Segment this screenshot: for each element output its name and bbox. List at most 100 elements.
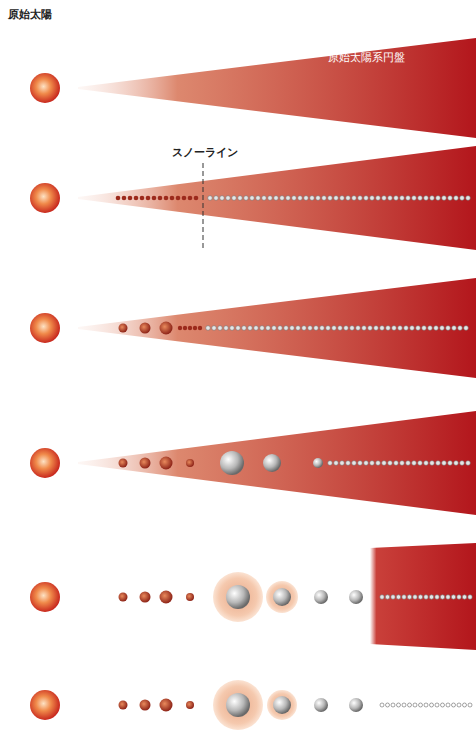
dust-grain	[244, 196, 249, 201]
dust-grain	[302, 326, 307, 331]
dust-grain	[368, 326, 373, 331]
dust-grain	[392, 326, 397, 331]
dust-grain	[463, 703, 467, 707]
dust-grain	[344, 326, 349, 331]
dust-grain	[268, 196, 273, 201]
dust-grain	[198, 326, 202, 330]
dust-grain	[183, 326, 187, 330]
dust-grain	[380, 595, 384, 599]
dust-grain	[182, 196, 187, 201]
dust-grain	[402, 703, 406, 707]
dust-grain	[230, 326, 235, 331]
dust-grain	[248, 326, 253, 331]
rocky-planet	[186, 459, 194, 467]
dust-grain	[178, 326, 182, 330]
dust-grain	[334, 461, 339, 466]
dust-grain	[391, 703, 395, 707]
snow-line	[203, 163, 204, 250]
dust-grain	[400, 461, 405, 466]
dust-grain	[256, 196, 261, 201]
ice-giant	[349, 698, 363, 712]
dust-grain	[468, 703, 472, 707]
dust-grain	[164, 196, 169, 201]
dust-grain	[158, 196, 163, 201]
dust-grain	[278, 326, 283, 331]
dust-grain	[457, 703, 461, 707]
dust-grain	[140, 196, 145, 201]
dust-grain	[254, 326, 259, 331]
dust-grain	[328, 461, 333, 466]
dust-grain	[402, 595, 406, 599]
dust-grain	[460, 196, 465, 201]
gas-giant-core	[226, 585, 250, 609]
dust-grain	[464, 326, 469, 331]
dust-grain	[448, 196, 453, 201]
dust-grain	[208, 196, 213, 201]
rocky-planet	[160, 699, 173, 712]
dust-grain	[380, 326, 385, 331]
dust-grain	[242, 326, 247, 331]
dust-grain	[322, 196, 327, 201]
protoplanetary-disk	[78, 411, 476, 515]
dust-grain	[412, 196, 417, 201]
rocky-planet	[119, 459, 128, 468]
dust-grain	[460, 461, 465, 466]
ice-core	[313, 458, 323, 468]
dust-grain	[400, 196, 405, 201]
dust-grain	[218, 326, 223, 331]
dust-grain	[394, 196, 399, 201]
dust-grain	[442, 196, 447, 201]
dust-grain	[380, 703, 384, 707]
dust-grain	[386, 326, 391, 331]
dust-grain	[446, 595, 450, 599]
dust-grain	[214, 196, 219, 201]
proto-sun	[30, 183, 60, 213]
dust-grain	[352, 196, 357, 201]
rocky-planet	[186, 701, 194, 709]
gas-giant-core	[273, 588, 291, 606]
dust-grain	[226, 196, 231, 201]
dust-grain	[452, 326, 457, 331]
protoplanetary-disk	[78, 38, 476, 138]
dust-grain	[418, 595, 422, 599]
dust-grain	[308, 326, 313, 331]
dust-grain	[462, 595, 466, 599]
dust-grain	[364, 196, 369, 201]
dust-grain	[404, 326, 409, 331]
dust-grain	[188, 196, 193, 201]
dust-grain	[388, 196, 393, 201]
dust-grain	[446, 703, 450, 707]
dust-grain	[128, 196, 133, 201]
dust-grain	[385, 595, 389, 599]
dust-grain	[441, 703, 445, 707]
dust-grain	[410, 326, 415, 331]
dust-grain	[193, 326, 197, 330]
dust-grain	[338, 326, 343, 331]
gas-giant	[226, 693, 250, 717]
dust-grain	[394, 461, 399, 466]
rocky-planet	[119, 701, 128, 710]
dust-grain	[412, 461, 417, 466]
dust-grain	[382, 461, 387, 466]
dust-grain	[364, 461, 369, 466]
dust-grain	[280, 196, 285, 201]
dust-grain	[446, 326, 451, 331]
ice-core	[220, 451, 244, 475]
disk-label: 原始太陽系円盤	[328, 51, 405, 64]
dust-grain	[346, 461, 351, 466]
dust-grain	[448, 461, 453, 466]
dust-grain	[170, 196, 175, 201]
dust-grain	[436, 461, 441, 466]
dust-grain	[391, 595, 395, 599]
rocky-planet	[140, 458, 151, 469]
dust-grain	[442, 461, 447, 466]
dust-grain	[176, 196, 181, 201]
gas-envelope	[267, 690, 297, 720]
dust-grain	[238, 196, 243, 201]
snow-line-label: スノーライン	[172, 146, 238, 159]
dust-grain	[266, 326, 271, 331]
dust-grain	[466, 461, 471, 466]
dust-grain	[376, 461, 381, 466]
dust-grain	[292, 196, 297, 201]
proto-sun	[30, 582, 60, 612]
